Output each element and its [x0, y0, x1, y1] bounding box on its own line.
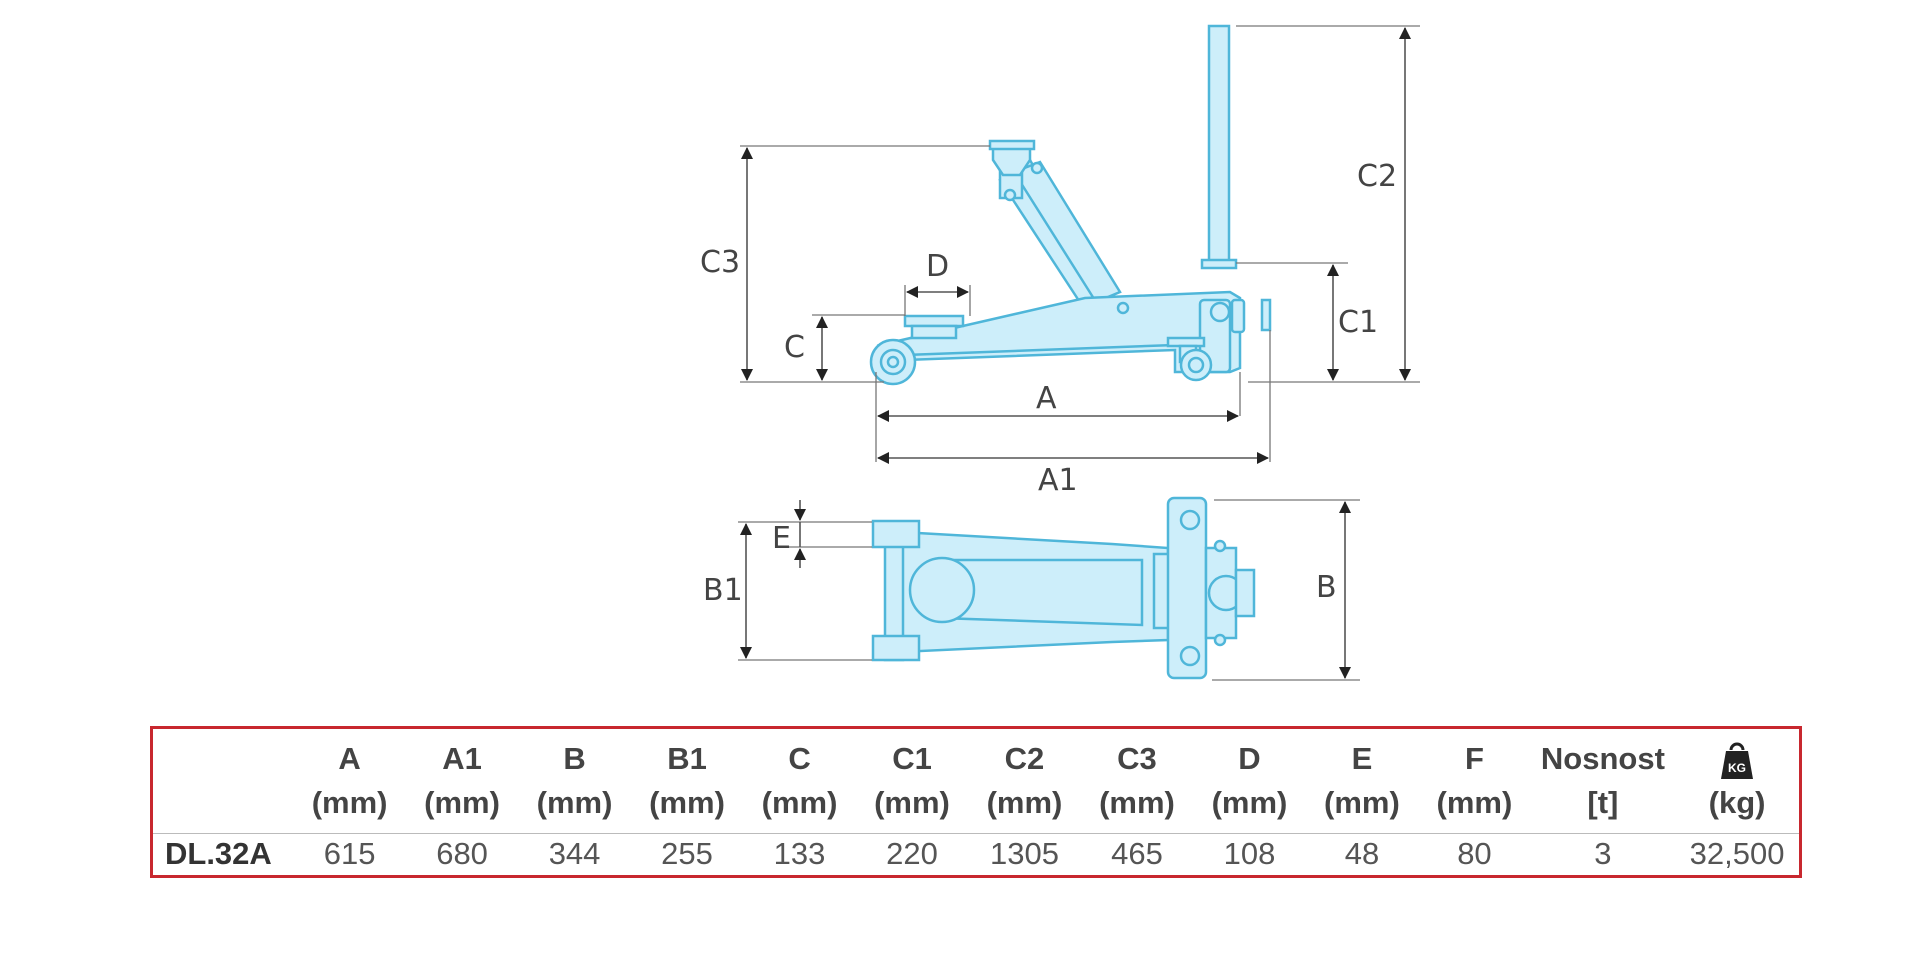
header-unit: (mm): [986, 784, 1063, 820]
spec-table: A(mm)A1(mm)B(mm)B1(mm)C(mm)C1(mm)C2(mm)C…: [153, 729, 1799, 875]
header-col: C1 (mm): [856, 729, 968, 833]
top-view-extension-lines: [738, 499, 1360, 681]
dimension-C2: C2: [1357, 27, 1411, 381]
value-cell: 80: [1418, 832, 1531, 875]
header-col: E (mm): [1306, 729, 1418, 833]
header-col: A1 (mm): [406, 729, 518, 833]
header-label: A1: [442, 740, 482, 776]
jack-pivot-pin: [1003, 188, 1017, 202]
dimension-C: C: [784, 316, 828, 381]
dimension-A1: A1: [877, 452, 1269, 498]
dimension-A: A: [877, 381, 1239, 422]
header-label: B: [563, 740, 586, 776]
value-cell: 615: [293, 832, 406, 875]
value-cell: 255: [630, 832, 744, 875]
header-label: C1: [892, 740, 932, 776]
value-cell: 32,500: [1675, 832, 1799, 875]
model-cell: DL.32A: [153, 832, 294, 875]
header-label: F: [1464, 740, 1484, 776]
header-col: A (mm): [293, 729, 405, 833]
header-col: KG (kg): [1675, 729, 1799, 833]
header-unit: [t]: [1587, 784, 1619, 820]
value-cell: 344: [518, 832, 631, 875]
header-label: B1: [667, 740, 707, 776]
dimension-E: E: [772, 500, 806, 568]
header-unit: (mm): [649, 784, 725, 820]
header-unit: (mm): [424, 784, 500, 820]
jack-dimension-diagram: C2 C1 C3 C D A A1: [700, 24, 1420, 681]
header-col: C3 (mm): [1081, 729, 1193, 833]
jack-pivot-pin: [1030, 161, 1044, 175]
header-model: [153, 729, 293, 833]
header-col: B (mm): [518, 729, 630, 833]
dimension-C1: C1: [1327, 264, 1378, 381]
header-unit: (mm): [536, 784, 613, 820]
header-label: D: [1238, 740, 1261, 776]
header-unit: (mm): [1099, 784, 1175, 820]
header-col: C2 (mm): [968, 729, 1080, 833]
svg-text:KG: KG: [1728, 761, 1746, 775]
header-label: E: [1351, 740, 1373, 776]
header-col: F (mm): [1418, 729, 1530, 833]
jack-top-saddle-disc: [908, 556, 976, 624]
header-unit: (mm): [1436, 784, 1513, 820]
table-header-row: A(mm)A1(mm)B(mm)B1(mm)C(mm)C1(mm)C2(mm)C…: [153, 729, 1799, 833]
side-view-extension-lines: [740, 25, 1420, 462]
jack-top-view: [871, 496, 1256, 680]
value-cell: 3: [1530, 832, 1676, 875]
header-unit: (mm): [1211, 784, 1288, 820]
label-C3: C3: [700, 245, 740, 280]
label-E: E: [772, 521, 791, 556]
dimension-C3: C3: [700, 147, 753, 381]
label-C1: C1: [1338, 305, 1378, 340]
header-label: C2: [1004, 740, 1045, 776]
header-unit: (kg): [1708, 784, 1766, 820]
header-label: Nosnost: [1540, 740, 1665, 776]
header-unit: (mm): [761, 784, 838, 820]
weight-kg-icon: KG: [1721, 742, 1754, 779]
header-unit: (mm): [874, 784, 950, 820]
header-col: C (mm): [743, 729, 855, 833]
jack-handle: [1207, 24, 1231, 266]
label-A1: A1: [1038, 463, 1078, 498]
header-label: C3: [1117, 740, 1157, 776]
dimension-B1: B1: [703, 523, 752, 659]
label-C2: C2: [1357, 159, 1397, 194]
header-col: B1 (mm): [631, 729, 743, 833]
label-D: D: [926, 249, 949, 284]
dimension-B: B: [1316, 501, 1351, 679]
label-B1: B1: [703, 573, 743, 608]
jack-lift-arm-inner: [1012, 160, 1122, 304]
value-cell: 108: [1193, 832, 1306, 875]
label-A: A: [1036, 381, 1057, 416]
jack-front-pad: [903, 314, 965, 328]
jack-side-view: [869, 24, 1272, 386]
value-cell: 220: [855, 832, 969, 875]
header-label: C: [788, 740, 811, 776]
header-col: D (mm): [1193, 729, 1305, 833]
value-cell: 680: [405, 832, 519, 875]
dimension-D: D: [906, 249, 969, 298]
value-cell: 48: [1305, 832, 1419, 875]
spec-table-frame: A(mm)A1(mm)B(mm)B1(mm)C(mm)C1(mm)C2(mm)C…: [150, 726, 1802, 878]
value-cell: 133: [743, 832, 856, 875]
header-label: A: [338, 740, 361, 776]
jack-handle-collar: [1200, 258, 1238, 270]
value-cell: 465: [1080, 832, 1194, 875]
label-B: B: [1316, 570, 1337, 605]
label-C: C: [784, 330, 805, 365]
header-unit: (mm): [1324, 784, 1400, 820]
value-cell: 1305: [968, 832, 1081, 875]
jack-saddle-top: [988, 139, 1036, 151]
header-unit: (mm): [311, 784, 388, 820]
header-col: Nosnost [t]: [1531, 729, 1675, 833]
